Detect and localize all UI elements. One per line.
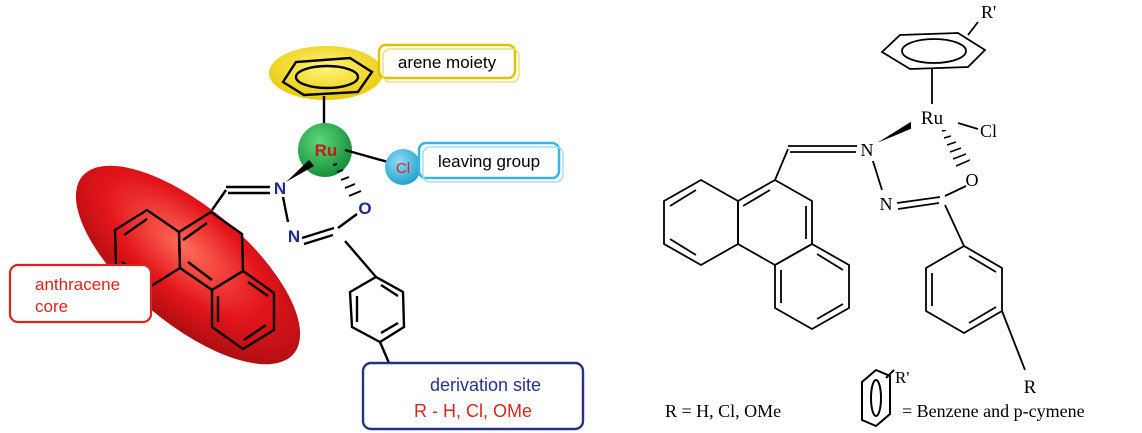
o-atom-label: O <box>358 199 371 218</box>
right-ru-cl-bond <box>957 122 979 130</box>
cl-atom-label: Cl <box>396 160 410 177</box>
right-phenyl-r-bond <box>1001 310 1026 371</box>
ru-cl-bond <box>344 148 389 164</box>
oxadiazole-phenyl-bond <box>344 240 377 278</box>
oxadiazole-ring <box>281 196 358 246</box>
ru-o-hashed-bond <box>332 163 362 197</box>
ru-atom-label: Ru <box>315 141 338 160</box>
arene-ring <box>281 56 374 97</box>
imine-bond <box>211 185 270 211</box>
arene-moiety-label: arene moiety <box>398 53 497 72</box>
right-rprime-atom: R' <box>981 2 996 22</box>
chloride-sphere <box>385 149 421 185</box>
right-line-structure <box>663 21 1026 371</box>
ru-n-wedge-bond <box>286 160 314 182</box>
substituents-label: R - H, Cl, OMe <box>414 401 532 421</box>
n2-atom-label: N <box>288 227 300 246</box>
arene-moiety-callout: arene moiety <box>377 43 520 83</box>
right-oxadiazole <box>871 157 967 210</box>
right-o-atom: O <box>966 170 979 190</box>
derivation-site-label: derivation site <box>430 375 541 395</box>
derivation-site-callout: derivation site R - H, Cl, OMe <box>361 361 585 431</box>
right-atom-labels: Ru Cl N N O R R' <box>857 2 1037 398</box>
anthracene-core-label-line1: anthracene <box>35 275 120 294</box>
right-oxadiazole-phenyl-bond <box>944 204 965 247</box>
right-legend: R = H, Cl, OMe R' = Benzene and p-cymene <box>665 368 1085 428</box>
anthracene-highlight <box>75 165 301 365</box>
phenyl-ring <box>348 275 406 344</box>
anthracene-core-callout: anthracene core <box>8 263 153 324</box>
right-arene-ring <box>880 21 987 70</box>
legend-arene-icon <box>861 368 895 428</box>
left-annotated-structure: Ru Cl N N O R arene moiety leaving group… <box>8 43 585 431</box>
right-phenyl <box>925 244 1003 335</box>
arene-definition: = Benzene and p-cymene <box>902 401 1085 421</box>
right-cl-atom: Cl <box>980 121 997 141</box>
leaving-group-label: leaving group <box>438 152 540 171</box>
arene-highlight <box>269 46 383 100</box>
right-r-atom: R <box>1024 377 1037 398</box>
r-definition: R = H, Cl, OMe <box>665 401 781 421</box>
right-ru-n-wedge <box>877 118 920 143</box>
n1-atom-label: N <box>274 179 286 198</box>
right-anthracene <box>663 178 850 331</box>
leaving-group-callout: leaving group <box>417 141 564 183</box>
right-n1-atom: N <box>861 140 874 160</box>
right-ru-o-hashed <box>941 129 971 167</box>
right-ru-atom: Ru <box>921 108 944 129</box>
right-imine <box>774 145 858 181</box>
anthracene-core-label-line2: core <box>35 297 68 316</box>
legend-rprime-label: R' <box>895 368 909 387</box>
right-n2-atom: N <box>880 194 893 214</box>
